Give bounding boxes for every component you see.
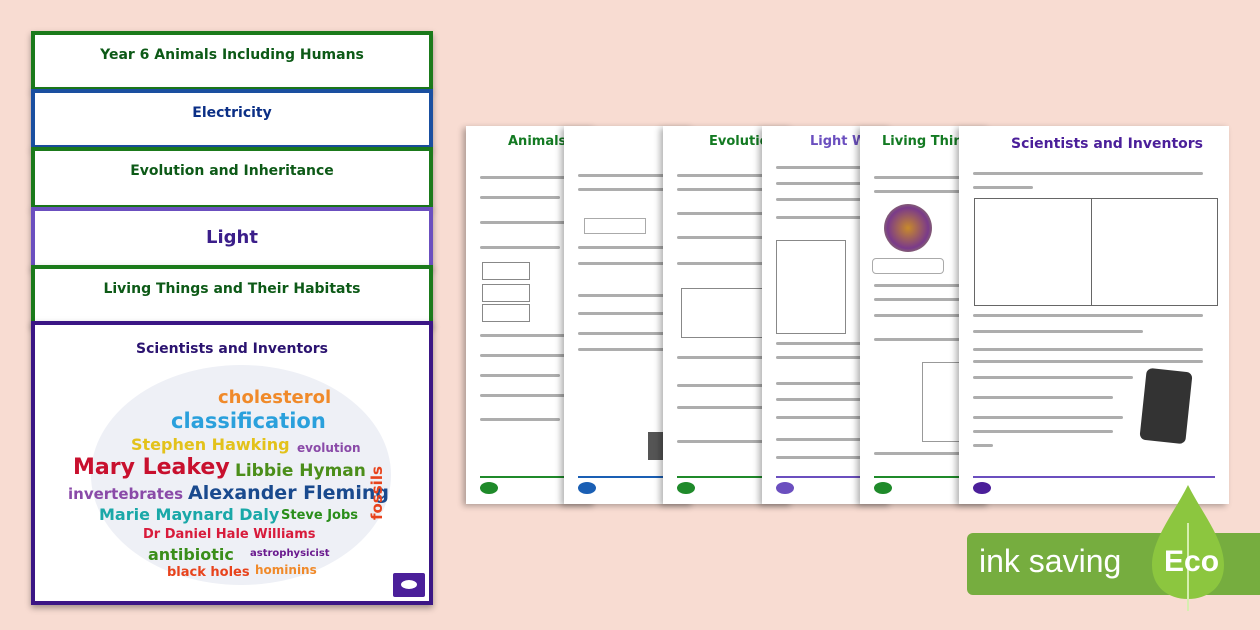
twinkl-logo-icon	[393, 573, 425, 597]
leaf-icon	[1152, 485, 1224, 611]
worksheet-title: Light W	[810, 134, 867, 149]
word-mary-leakey: Mary Leakey	[73, 455, 230, 480]
word-antibiotic: antibiotic	[148, 545, 234, 564]
twinkl-logo-icon	[874, 482, 892, 494]
word-astrophysicist: astrophysicist	[250, 548, 330, 559]
worksheet-scientists: Scientists and Inventors	[959, 126, 1229, 504]
virus-image	[884, 204, 932, 252]
word-evolution: evolution	[297, 441, 361, 455]
word-marie-maynard-daly: Marie Maynard Daly	[99, 505, 280, 524]
twinkl-logo-icon	[973, 482, 991, 494]
card-title: Scientists and Inventors	[136, 341, 328, 357]
word-cholesterol: cholesterol	[218, 387, 332, 408]
word-classification: classification	[171, 409, 326, 433]
word-stephen-hawking: Stephen Hawking	[131, 435, 290, 454]
card-title: Light	[206, 227, 258, 248]
word-dr-daniel-hale-williams: Dr Daniel Hale Williams	[143, 527, 316, 542]
card-title: Electricity	[192, 105, 272, 121]
poster-card-living-things: Living Things and Their Habitats	[31, 265, 433, 327]
twinkl-logo-icon	[677, 482, 695, 494]
worksheet-title: Living Thin	[882, 134, 963, 149]
poster-card-animals: Year 6 Animals Including Humans	[31, 31, 433, 91]
eco-badge-text: ink saving	[979, 543, 1122, 579]
poster-card-evolution: Evolution and Inheritance	[31, 147, 433, 209]
word-hominins: hominins	[255, 563, 317, 577]
word-cloud-background	[91, 365, 391, 585]
poster-card-electricity: Electricity	[31, 89, 433, 149]
card-title: Year 6 Animals Including Humans	[100, 47, 364, 63]
twinkl-logo-icon	[578, 482, 596, 494]
word-libbie-hyman: Libbie Hyman	[235, 461, 366, 481]
eco-label: Eco	[1164, 545, 1220, 578]
worksheet-title: Evolution	[709, 134, 778, 149]
word-alexander-fleming: Alexander Fleming	[188, 482, 389, 504]
twinkl-logo-icon	[776, 482, 794, 494]
word-fossils: fossils	[368, 466, 386, 520]
poster-card-light: Light	[31, 207, 433, 269]
phone-image	[1139, 367, 1193, 445]
card-title: Living Things and Their Habitats	[103, 281, 361, 297]
word-steve-jobs: Steve Jobs	[281, 508, 359, 523]
word-black-holes: black holes	[167, 565, 250, 580]
word-invertebrates: invertebrates	[68, 485, 184, 503]
worksheet-title: Animals	[508, 134, 567, 149]
twinkl-logo-icon	[480, 482, 498, 494]
worksheet-title: Scientists and Inventors	[1011, 136, 1203, 152]
poster-card-scientists: Scientists and Inventors cholesterol cla…	[31, 321, 433, 605]
card-title: Evolution and Inheritance	[130, 163, 334, 179]
